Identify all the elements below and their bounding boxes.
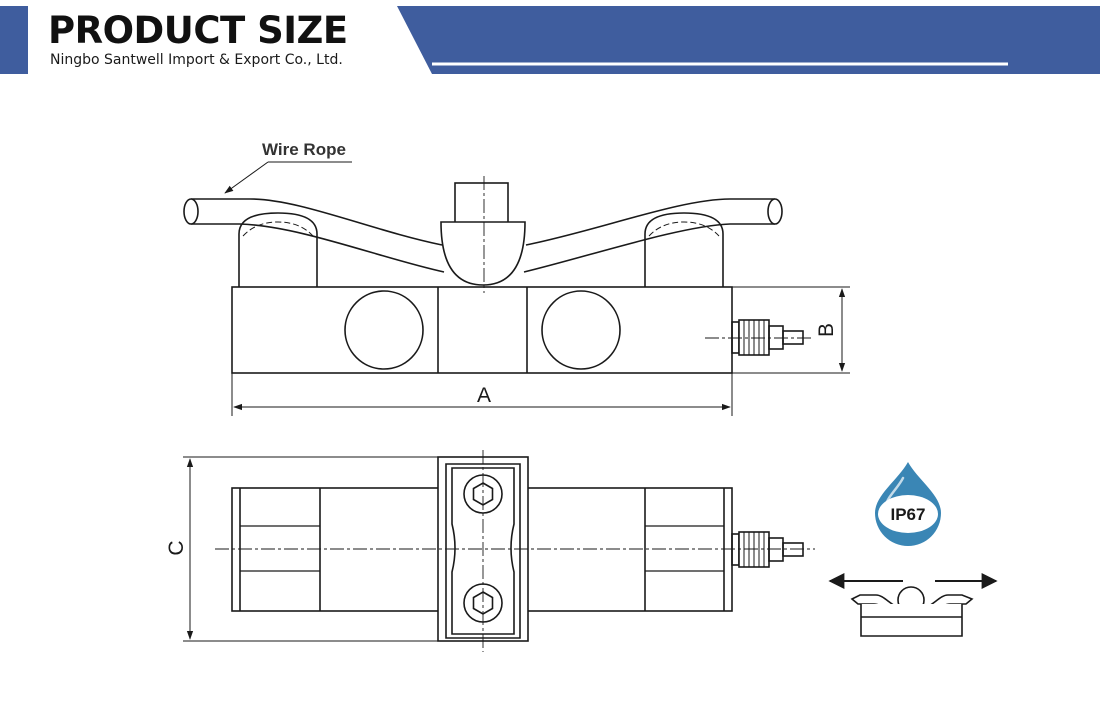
dimension-c-label: C xyxy=(165,540,188,555)
dimension-b-label: B xyxy=(815,323,838,337)
wire-rope-label: Wire Rope xyxy=(262,140,346,159)
wire-rope-arrow xyxy=(224,161,269,194)
wire-rope xyxy=(183,198,783,273)
ip67-badge-oval xyxy=(878,495,938,533)
cable-connector-top xyxy=(731,531,804,568)
top-view xyxy=(183,450,815,652)
front-view xyxy=(183,161,850,416)
header-left-accent xyxy=(0,6,28,74)
header-background xyxy=(0,6,1100,74)
load-cell-body-front xyxy=(231,286,733,374)
ip67-badge: IP67 xyxy=(875,462,941,546)
ip67-label: IP67 xyxy=(891,505,926,524)
center-ball xyxy=(440,182,526,286)
header-right-banner xyxy=(397,6,1100,74)
right-support xyxy=(644,212,724,287)
dimension-b xyxy=(732,286,850,374)
page-title: PRODUCT SIZE xyxy=(48,9,348,52)
left-support xyxy=(238,212,318,287)
dimension-c xyxy=(183,456,438,642)
company-name: Ningbo Santwell Import & Export Co., Ltd… xyxy=(50,52,343,68)
header-banner: PRODUCT SIZE Ningbo Santwell Import & Ex… xyxy=(0,0,1100,80)
dimension-a-label: A xyxy=(477,384,491,407)
dimension-a xyxy=(231,373,733,416)
rope-movement-icon xyxy=(828,573,998,637)
cable-connector-front xyxy=(731,319,804,356)
